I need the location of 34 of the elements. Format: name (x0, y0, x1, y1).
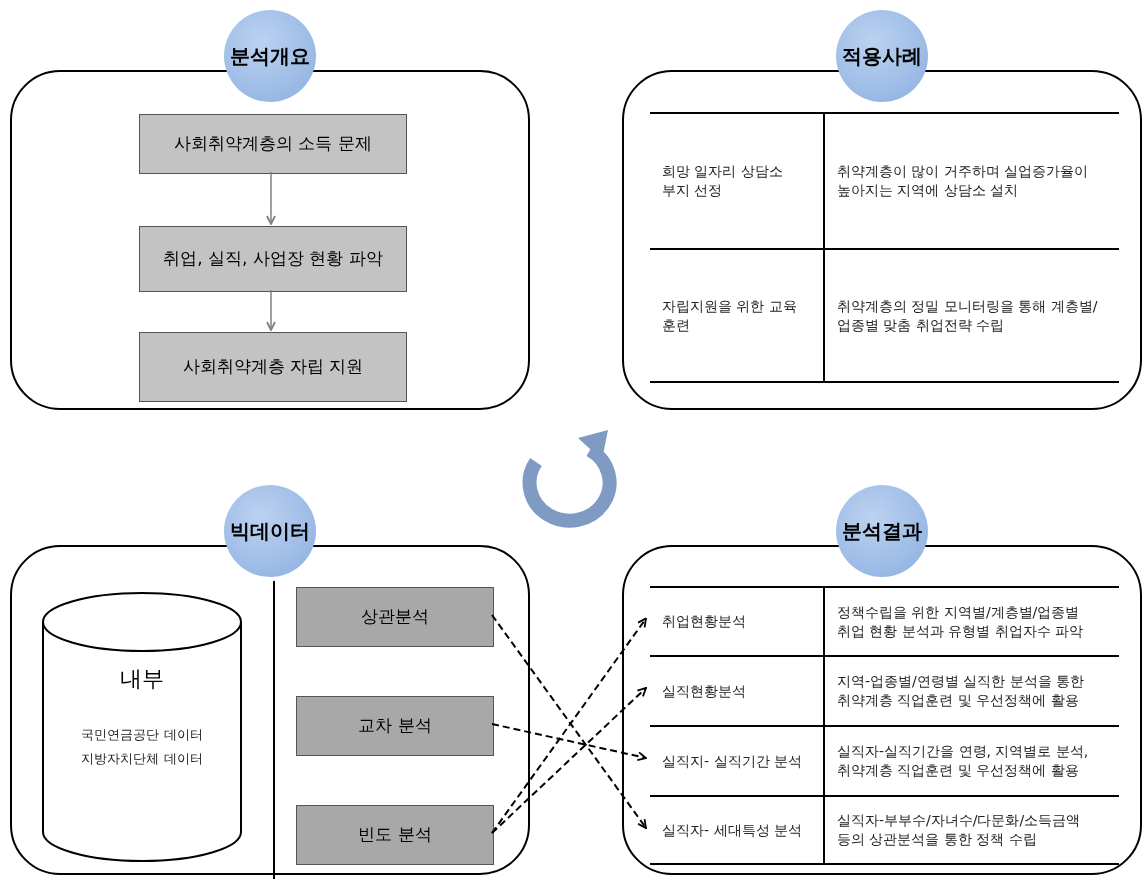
table-row (650, 586, 1119, 655)
process-box: 빈도 분석 (296, 805, 494, 865)
arrow (266, 289, 276, 331)
row-heading: 취업현황분석 (662, 612, 746, 631)
process-box: 교차 분석 (296, 696, 494, 756)
arrow (266, 171, 276, 225)
process-box: 취업, 실직, 사업장 현황 파악 (139, 226, 407, 292)
table-row (650, 795, 1119, 865)
process-box: 사회취약계층의 소득 문제 (139, 114, 407, 174)
cylinder-text: 국민연금공단 데이터 지방자치단체 데이터 (81, 727, 203, 766)
row-description: 실직자-부부수/자녀수/다문화/소득금액 등의 상관분석을 통한 정책 수립 (837, 811, 1082, 849)
row-description: 실직자-실직기간을 연령, 지역별로 분석, 취약계층 직업훈련 및 우선정책에 활용 (837, 742, 1090, 780)
section-heading: 분석개요 (224, 10, 316, 102)
section-heading: 빅데이터 (224, 485, 316, 577)
arrow (491, 687, 647, 834)
row-description: 취약계층의 정밀 모니터링을 통해 계층별/업종별 맞춤 취업전략 수립 (837, 296, 1099, 335)
row-heading: 실직현황분석 (662, 681, 746, 701)
row-heading: 실직지- 실직기간 분석 (662, 751, 802, 771)
section-heading: 분석결과 (836, 485, 928, 577)
section-heading: 적용사례 (836, 10, 928, 102)
table-row (650, 112, 1119, 248)
table-row (650, 655, 1119, 725)
row-heading: 실직자- 세대특성 분석 (662, 820, 802, 840)
row-heading: 자립지원을 위한 교육 훈련 (662, 296, 798, 335)
process-box: 상관분석 (296, 587, 494, 647)
table-row (650, 248, 1119, 383)
row-description: 지역-업종별/연령별 실직한 분석을 통한 취약계층 직업훈련 및 우선정책에 활용 (837, 672, 1086, 710)
process-box: 사회취약계층 자립 지원 (139, 332, 407, 402)
table-row (650, 725, 1119, 795)
cylinder-title: 내부 (120, 665, 164, 693)
row-heading: 희망 일자리 상담소 부지 선정 (662, 162, 784, 200)
row-description: 정책수립을 위한 지역별/계층별/업종별 취업 현황 분석과 유형별 취업자수 파악 (837, 602, 1085, 641)
row-description: 취약계층이 많이 거주하며 실업증가율이 높아지는 지역에 상담소 설치 (837, 162, 1090, 200)
arrow (491, 723, 647, 762)
